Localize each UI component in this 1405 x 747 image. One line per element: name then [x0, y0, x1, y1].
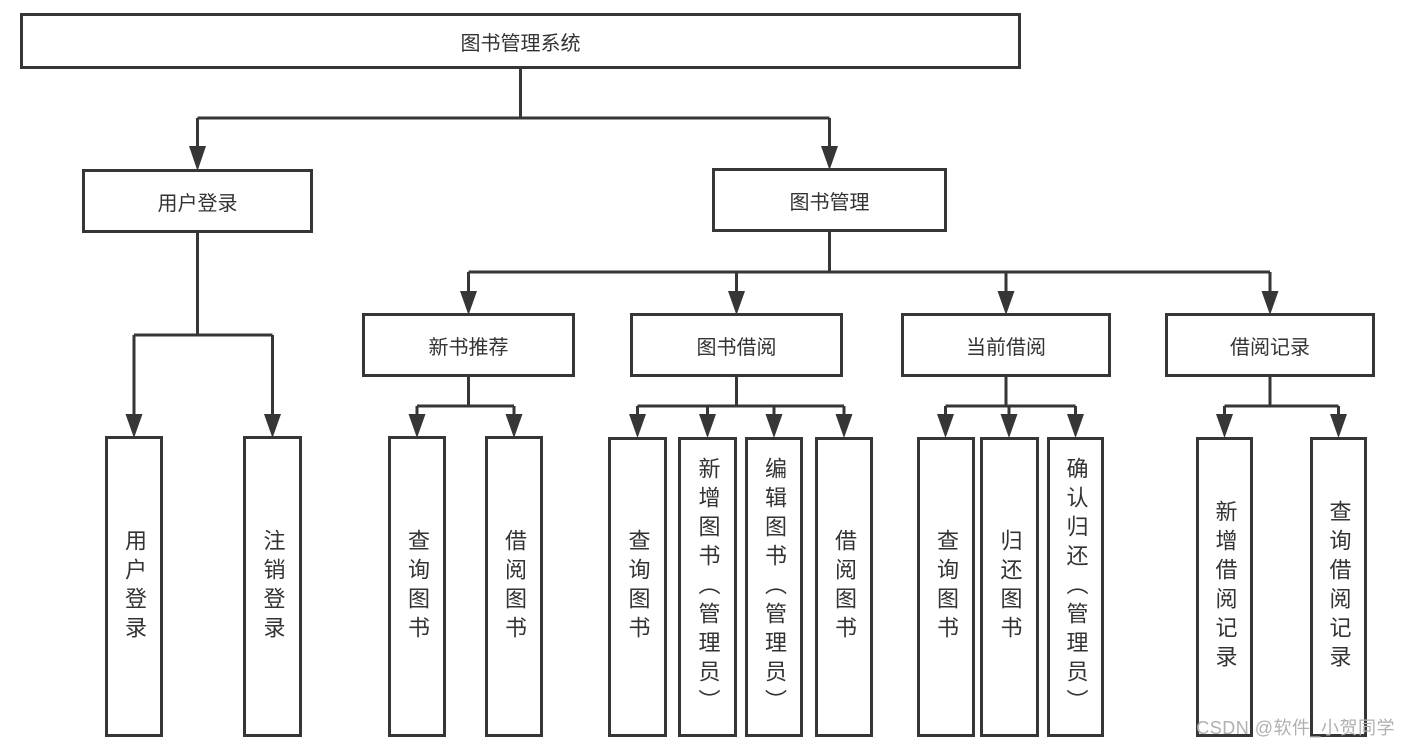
- node-current-borrow: 当前借阅: [901, 313, 1111, 377]
- node-label: 查询图书: [934, 529, 959, 645]
- node-label: 当前借阅: [966, 336, 1046, 359]
- connector-book-mgmt-children: [460, 232, 1279, 315]
- node-label: 借阅图书: [832, 529, 857, 645]
- node-cb-confirm-return-admin: 确认归还（管理员）: [1047, 437, 1104, 737]
- csdn-watermark: CSDN @软件_小贺同学: [1196, 718, 1395, 738]
- node-label: 查询图书: [625, 529, 651, 645]
- node-label: 图书管理系统: [460, 32, 581, 55]
- node-user-login-leaf: 用户登录: [105, 436, 163, 737]
- node-label: 用户登录: [122, 528, 147, 645]
- node-label: 查询借阅记录: [1326, 500, 1352, 674]
- node-user-login: 用户登录: [82, 169, 313, 233]
- connector-borrow-record-children: [1216, 377, 1347, 438]
- connector-user-login-children: [125, 233, 281, 438]
- node-label: 借阅记录: [1230, 336, 1310, 359]
- node-label: 用户登录: [157, 192, 238, 215]
- node-book-management: 图书管理: [712, 168, 947, 232]
- node-nbr-query-books: 查询图书: [388, 436, 446, 737]
- node-label: 借阅图书: [502, 528, 527, 645]
- connector-new-book-rec-children: [408, 377, 523, 438]
- node-new-book-recommend: 新书推荐: [362, 313, 575, 377]
- node-br-query-record: 查询借阅记录: [1310, 437, 1367, 737]
- connector-root-to-level2: [189, 69, 838, 171]
- node-bb-borrow-books: 借阅图书: [815, 437, 873, 737]
- node-logout: 注销登录: [243, 436, 302, 737]
- connector-current-borrow-children: [937, 377, 1084, 438]
- node-book-borrow: 图书借阅: [630, 313, 843, 377]
- node-label: 编辑图书（管理员）: [762, 456, 787, 718]
- node-br-add-record: 新增借阅记录: [1196, 437, 1253, 737]
- node-bb-query-books: 查询图书: [608, 437, 667, 737]
- node-cb-query-books: 查询图书: [917, 437, 975, 737]
- node-label: 新增图书（管理员）: [695, 456, 721, 718]
- node-borrow-record: 借阅记录: [1165, 313, 1375, 377]
- connector-book-borrow-children: [629, 377, 853, 438]
- node-bb-add-books-admin: 新增图书（管理员）: [678, 437, 737, 737]
- node-bb-edit-books-admin: 编辑图书（管理员）: [745, 437, 803, 737]
- node-label: 查询图书: [405, 528, 430, 645]
- node-label: 新书推荐: [428, 336, 509, 359]
- node-label: 注销登录: [260, 528, 286, 645]
- node-library-system: 图书管理系统: [20, 13, 1021, 69]
- node-label: 图书管理: [789, 191, 870, 214]
- node-label: 确认归还（管理员）: [1063, 456, 1089, 718]
- node-cb-return-books: 归还图书: [980, 437, 1039, 737]
- node-nbr-borrow-books: 借阅图书: [485, 436, 543, 737]
- node-label: 图书借阅: [696, 336, 777, 359]
- node-label: 新增借阅记录: [1212, 500, 1238, 674]
- node-label: 归还图书: [997, 529, 1023, 645]
